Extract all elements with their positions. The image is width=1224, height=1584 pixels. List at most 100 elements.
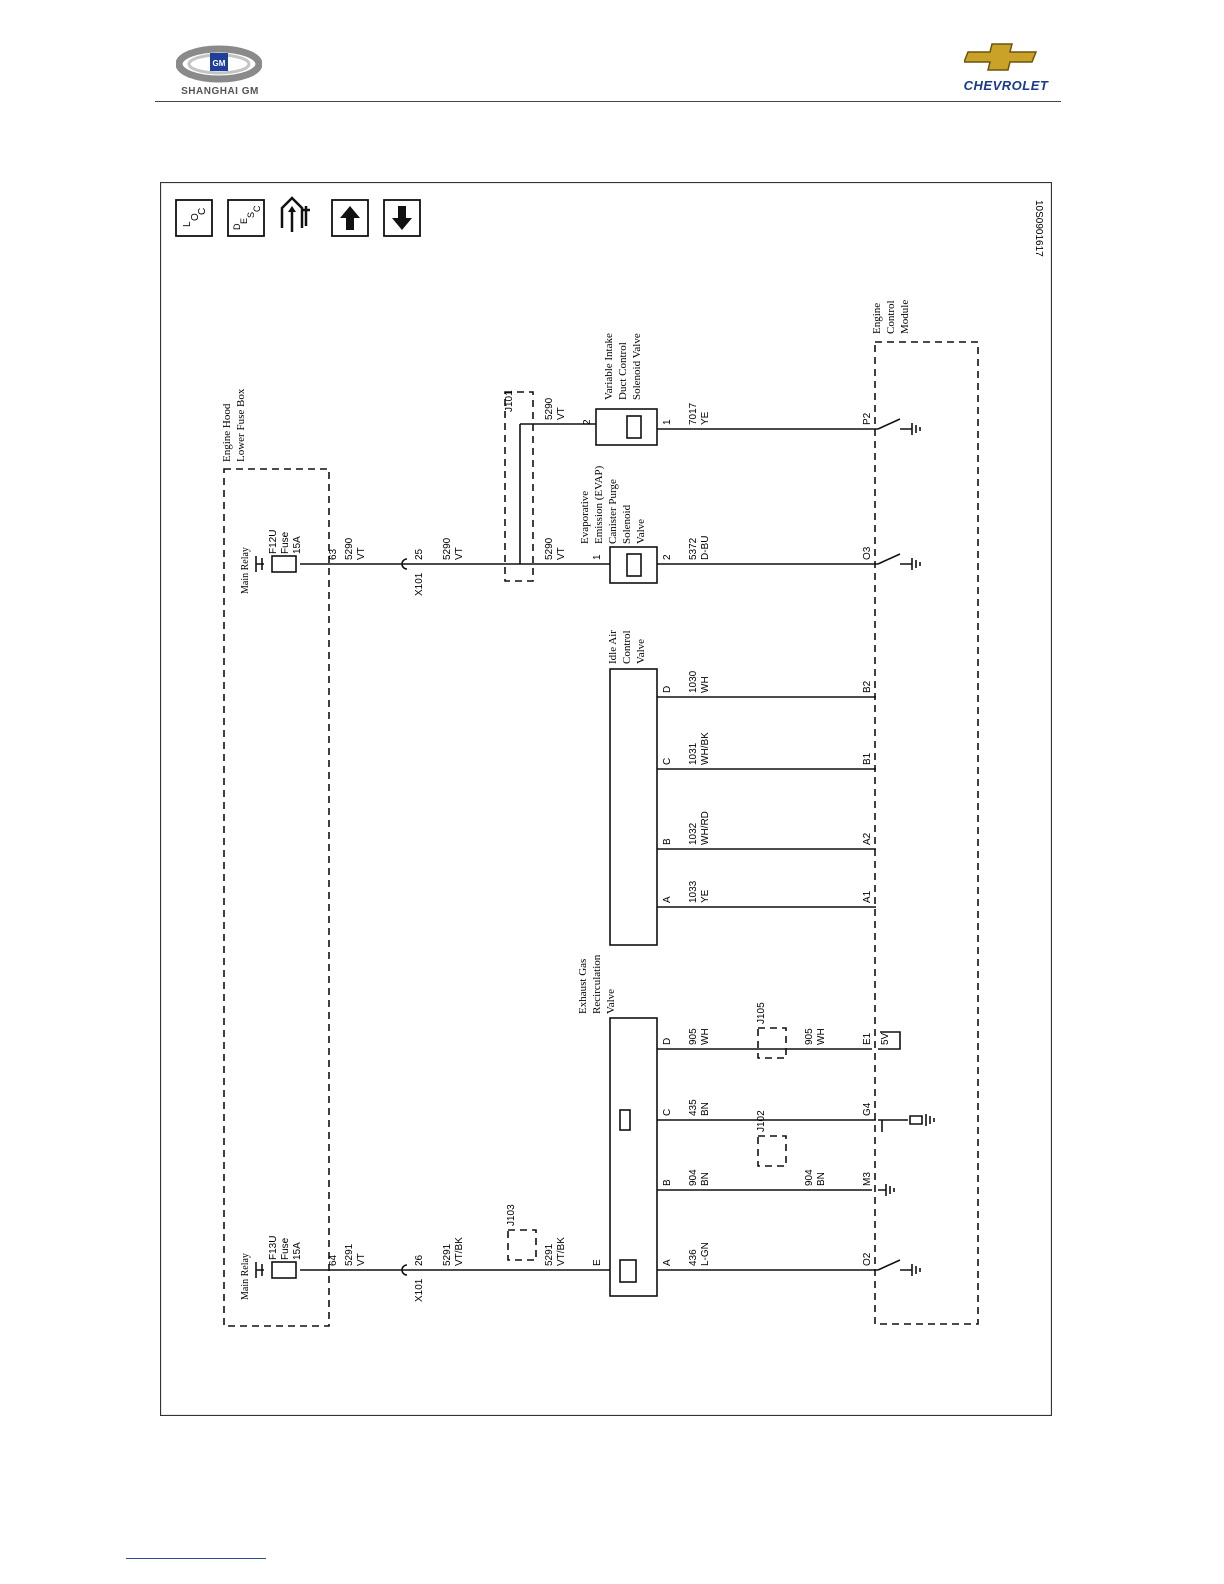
components (595, 408, 658, 1297)
fuse-f12u-type: Fuse (280, 531, 291, 554)
relay-switch-icon (255, 1262, 264, 1278)
ecm-pin-o3: O3 (862, 546, 873, 560)
splice-j102-label: J102 (756, 1110, 767, 1132)
ecm-pin-m3: M3 (862, 1172, 873, 1186)
arrow-down-icon (392, 206, 412, 230)
iac-pin-c: C (662, 758, 673, 765)
splice-labels: J103 J102 J105 J101 (504, 390, 767, 1226)
gm-swirl-icon: GM (176, 45, 262, 83)
iac-valve-box (609, 668, 658, 946)
wire-labels: 5291 VT 5290 VT X101 26 X101 25 5291 VT/… (344, 397, 827, 1302)
module-labels: Engine Hood Lower Fuse Box Engine Contro… (221, 300, 911, 1014)
relay-labels: Main Relay F13U Fuse 15A 64 Main Relay F… (240, 530, 339, 1300)
egr-motor-icon (619, 1259, 637, 1283)
wire-5291-num: 5291 (344, 1243, 355, 1266)
evap-coil-icon (626, 553, 642, 577)
ecm-pin-e1: E1 (862, 1032, 873, 1045)
wire-5290-color: VT (356, 547, 367, 560)
wire-436-num: 436 (688, 1249, 699, 1266)
ecm-pin-b2: B2 (862, 680, 873, 693)
toolbar: L O C D E S C (175, 196, 421, 237)
ecm-label-1: Engine (871, 303, 883, 334)
iac-label-1: Idle Air (607, 630, 619, 664)
evap-label-4: Solenoid (621, 504, 633, 544)
wire-5291-vtbk-b-num: 5291 (544, 1243, 555, 1266)
ecm-label-2: Control (885, 300, 897, 334)
arrow-up-icon (340, 206, 360, 230)
loc-l: L (182, 221, 193, 227)
ecm-pin-p2: P2 (862, 412, 873, 425)
fuse-f12u-icon (271, 555, 297, 573)
egr-pin-a: A (662, 1259, 673, 1266)
pin-labels: E A B C D A B C D 1 2 2 1 O2 M3 G4 E1 5V… (582, 412, 891, 1266)
wire-1032-color: WH/RD (700, 811, 711, 845)
fuse-f13u-icon (271, 1261, 297, 1279)
egr-pin-d: D (662, 1038, 673, 1045)
chevrolet-text: CHEVROLET (963, 78, 1049, 93)
wire-5290-c-color: VT (556, 547, 567, 560)
arrow-down-button[interactable] (383, 199, 421, 237)
wire-905-color: WH (700, 1028, 711, 1045)
wire-1033-color: YE (700, 889, 711, 903)
splice-j105-label: J105 (756, 1002, 767, 1024)
fuse-f13u-type: Fuse (280, 1237, 291, 1260)
wires (300, 423, 878, 1271)
wire-5291-vtbk-a-color: VT/BK (454, 1237, 465, 1266)
gm-mark: GM (213, 59, 226, 68)
wire-1031-color: WH/BK (700, 732, 711, 765)
splice-j101-box (504, 391, 534, 582)
wire-7017-num: 7017 (688, 402, 699, 425)
wire-5291-color: VT (356, 1253, 367, 1266)
fuse-f12u-rating: 15A (292, 536, 303, 554)
relay-switch-icon (255, 556, 264, 572)
wire-1033-num: 1033 (688, 880, 699, 903)
x101-connectors (401, 558, 408, 1276)
x101-25-pin: 25 (414, 548, 425, 560)
wire-1030-num: 1030 (688, 670, 699, 693)
wire-905b-num: 905 (804, 1028, 815, 1045)
relay-right-label: Main Relay (240, 547, 251, 594)
fuse-f12u-name: F12U (268, 530, 279, 554)
ecm-pin-a2: A2 (862, 832, 873, 845)
loc-button[interactable]: L O C (175, 199, 213, 237)
wire-5372-num: 5372 (688, 537, 699, 560)
vicv-label-2: Duct Control (617, 342, 629, 400)
ecm-pin-a1: A1 (862, 890, 873, 903)
wiring-diagram: L O C D E S C 10S (160, 182, 1052, 1416)
evap-label-3: Canister Purge (607, 479, 619, 544)
x101-26-conn: X101 (414, 1278, 425, 1302)
diagnostic-tool-icon[interactable] (280, 196, 310, 232)
fuse-box-label-2: Lower Fuse Box (235, 388, 247, 462)
egr-label-3: Valve (605, 989, 617, 1014)
egr-potentiometer-icon (619, 1109, 631, 1131)
fuse-f13u-name: F13U (268, 1236, 279, 1260)
evap-pin-1: 1 (592, 554, 603, 560)
loc-o: O (190, 213, 201, 221)
wire-5290-num: 5290 (344, 537, 355, 560)
desc-button[interactable]: D E S C (227, 199, 265, 237)
arrow-up-button[interactable] (331, 199, 369, 237)
vicv-pin-2: 2 (582, 419, 593, 425)
ecm-pin-g4: G4 (862, 1102, 873, 1116)
wire-5372-color: D-BU (700, 536, 711, 560)
iac-label-3: Valve (635, 639, 647, 664)
evap-label-2: Emission (EVAP) (593, 465, 605, 544)
wire-5290-c-num: 5290 (544, 537, 555, 560)
wire-5291-vtbk-a-num: 5291 (442, 1243, 453, 1266)
relay-left-pin: 64 (328, 1254, 339, 1266)
evap-label-1: Evaporative (579, 491, 591, 544)
splice-j102-box (757, 1135, 787, 1167)
header-rule (155, 101, 1061, 102)
desc-d: D (232, 223, 242, 230)
desc-s: S (246, 212, 256, 218)
wire-1030-color: WH (700, 676, 711, 693)
vicv-pin-1: 1 (662, 419, 673, 425)
diagram-id: 10S0901617 (1033, 200, 1044, 257)
wire-904b-color: BN (816, 1172, 827, 1186)
egr-pin-c: C (662, 1109, 673, 1116)
grounds (877, 418, 935, 1276)
egr-pin-e: E (592, 1259, 603, 1266)
wire-7017-color: YE (700, 411, 711, 425)
iac-pin-a: A (662, 896, 673, 903)
x101-26-pin: 26 (414, 1254, 425, 1266)
